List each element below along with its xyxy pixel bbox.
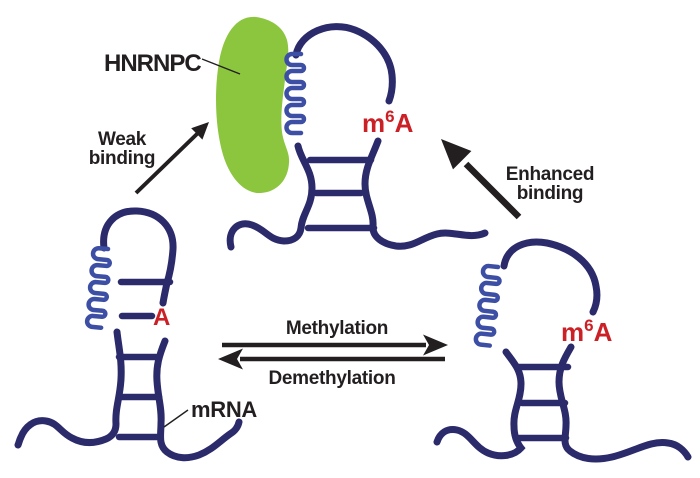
enhanced-binding-label-line2: binding <box>517 183 584 204</box>
hnrnpc-label: HNRNPC <box>104 50 201 77</box>
demethylation-label: Demethylation <box>268 368 395 389</box>
u-tract <box>284 51 307 136</box>
rna-strand <box>361 137 489 250</box>
rna-strand <box>226 142 316 251</box>
enhanced-binding-annotation: Enhanced binding <box>441 139 595 220</box>
rna-loop-strand <box>500 238 601 316</box>
u-tract <box>473 263 502 348</box>
demethylation-arrowhead-icon <box>218 348 243 370</box>
m6a-label: m6A <box>561 316 613 347</box>
unmethylated-hairpin: A mRNA <box>14 207 258 462</box>
rna-strand <box>153 337 243 462</box>
weak-binding-annotation: Weak binding <box>89 122 209 195</box>
mrna-label: mRNA <box>191 397 257 422</box>
methylation-label: Methylation <box>286 318 388 339</box>
bound-complex: m6A <box>201 16 489 251</box>
adenosine-label: A <box>153 304 170 331</box>
rna-strand <box>555 343 692 463</box>
rna-strand <box>433 348 526 460</box>
u-tract <box>84 245 112 330</box>
weak-binding-arrow <box>134 131 200 195</box>
methylated-hairpin: m6A <box>433 238 692 463</box>
enhanced-binding-arrowhead-icon <box>441 139 472 170</box>
weak-binding-label-line1: Weak <box>98 129 147 150</box>
weak-binding-label-line2: binding <box>89 148 156 169</box>
hnrnpc-pointer-line <box>201 58 241 75</box>
m6a-label: m6A <box>362 107 414 138</box>
rna-loop-strand <box>292 23 396 105</box>
mrna-pointer-line <box>163 409 189 428</box>
enhanced-binding-arrow <box>463 161 522 220</box>
equilibrium-arrows: Methylation Demethylation <box>218 318 448 389</box>
enhanced-binding-label-line1: Enhanced <box>506 164 594 185</box>
weak-binding-arrowhead-icon <box>191 122 209 140</box>
rna-loop-strand <box>100 207 177 307</box>
methylation-arrowhead-icon <box>423 334 448 356</box>
rna-strand <box>14 328 125 449</box>
hnrnpc-protein-blob <box>216 16 290 194</box>
